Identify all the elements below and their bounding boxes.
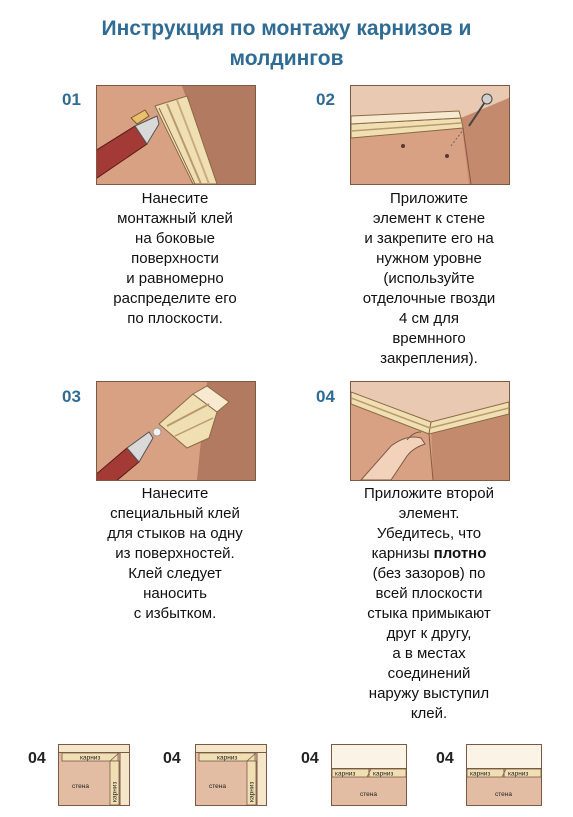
caption-line: 4 см для xyxy=(398,310,460,327)
diagram-label: карниз xyxy=(249,782,256,802)
diagram-label: карниз xyxy=(335,771,355,778)
diagram-label: карниз xyxy=(508,771,528,778)
caption-line: карнизы плотно xyxy=(343,544,515,564)
caption-line: наружу выступил xyxy=(368,685,490,702)
diagram-number: 04 xyxy=(436,750,454,767)
corner-joint-diagram-2: карниз стена карниз xyxy=(195,744,267,806)
step-image-04 xyxy=(350,381,510,481)
diagram-label: карниз xyxy=(470,771,490,778)
caption-line: Клей следует xyxy=(128,565,222,582)
diagram-label: карниз xyxy=(80,755,100,762)
page-title: Инструкция по монтажу карнизов и молдинг… xyxy=(0,14,573,74)
step-number-01: 01 xyxy=(62,90,81,109)
diagram-label: карниз xyxy=(373,771,393,778)
caption-line: специальный клей xyxy=(110,505,240,522)
caption-line: стыка примыкают xyxy=(367,605,491,622)
caption-line: (используйте xyxy=(383,270,475,287)
title-line-2: молдингов xyxy=(229,47,344,70)
diagram-label: стена xyxy=(72,783,89,790)
caption-text: карнизы xyxy=(371,545,434,562)
caption-line: на боковые xyxy=(135,230,215,247)
straight-joint-diagram-2: карниз карниз стена xyxy=(466,744,542,806)
caption-line: клей. xyxy=(410,705,448,722)
diagram-label: карниз xyxy=(217,755,237,762)
diagram-label: карниз xyxy=(112,782,119,802)
step-image-03 xyxy=(96,381,256,481)
corner-joint-diagram-1: карниз стена карниз xyxy=(58,744,130,806)
step-caption-02: Приложите элемент к стене и закрепите ег… xyxy=(345,189,513,369)
step-caption-03: Нанесите специальный клей для стыков на … xyxy=(96,484,254,624)
caption-line: друг к другу, xyxy=(386,625,472,642)
caption-line: Нанесите xyxy=(141,485,209,502)
caption-line: с избытком. xyxy=(133,605,217,622)
step-image-02 xyxy=(350,85,510,185)
caption-line: а в местах xyxy=(392,645,466,662)
caption-line: Приложите второй xyxy=(364,485,494,502)
caption-line: Нанесите xyxy=(141,190,209,207)
step-number-03: 03 xyxy=(62,387,81,406)
step-number-04: 04 xyxy=(316,387,335,406)
caption-line: нужном уровне xyxy=(376,250,482,267)
diagram-number: 04 xyxy=(301,750,319,767)
caption-line: закрепления). xyxy=(380,350,478,367)
caption-line: поверхности xyxy=(131,250,219,267)
diagram-label: стена xyxy=(360,791,377,798)
caption-line: всей плоскости xyxy=(375,585,483,602)
caption-line: наносить xyxy=(143,585,207,602)
diagram-number: 04 xyxy=(163,750,181,767)
caption-line: Приложите xyxy=(389,190,469,207)
caption-line: отделочные гвозди xyxy=(362,290,496,307)
caption-line: соединений xyxy=(387,665,471,682)
caption-line: Убедитесь, что xyxy=(376,525,482,542)
caption-line: времнного xyxy=(392,330,466,347)
caption-line: распределите его xyxy=(113,290,237,307)
caption-line: для стыков на одну xyxy=(107,525,243,542)
diagram-number: 04 xyxy=(28,750,46,767)
step-image-01 xyxy=(96,85,256,185)
step-caption-04: Приложите второй элемент. Убедитесь, что… xyxy=(343,484,515,724)
caption-emphasis: плотно xyxy=(433,545,487,562)
caption-line: по плоскости. xyxy=(127,310,223,327)
caption-line: элемент. xyxy=(398,505,460,522)
caption-line: монтажный клей xyxy=(117,210,233,227)
caption-line: и закрепите его на xyxy=(364,230,494,247)
caption-line: (без зазоров) по xyxy=(372,565,486,582)
caption-line: из поверхностей. xyxy=(115,545,235,562)
caption-line: и равномерно xyxy=(126,270,224,287)
step-caption-01: Нанесите монтажный клей на боковые повер… xyxy=(96,189,254,329)
diagram-label: стена xyxy=(209,783,226,790)
step-number-02: 02 xyxy=(316,90,335,109)
caption-line: элемент к стене xyxy=(372,210,486,227)
diagram-label: стена xyxy=(495,791,512,798)
straight-joint-diagram-1: карниз карниз стена xyxy=(331,744,407,806)
title-line-1: Инструкция по монтажу карнизов и xyxy=(101,17,472,40)
